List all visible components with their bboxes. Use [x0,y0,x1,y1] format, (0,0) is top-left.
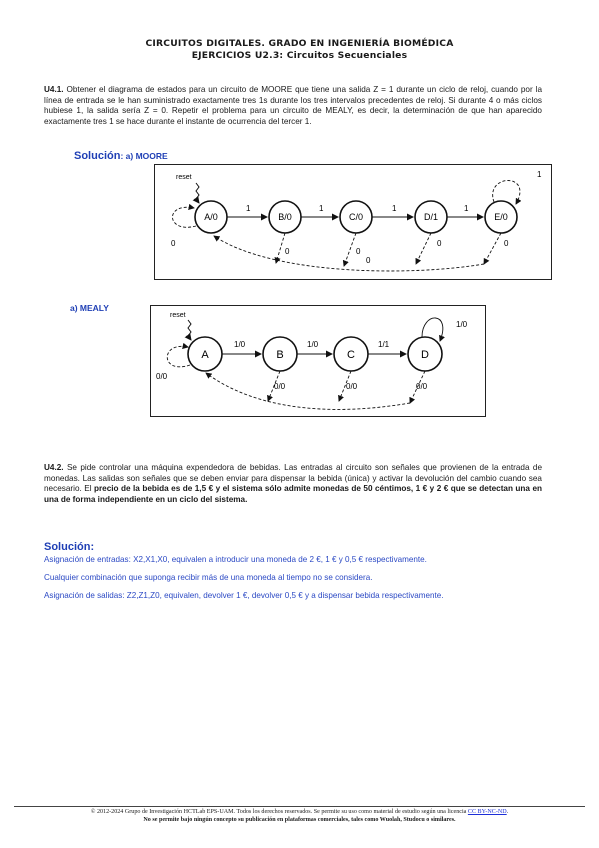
mealy-state-c-label: C [347,349,355,361]
mealy-state-diagram: reset 0/0 A B C D 1/0 1/0 1/1 1/0 0/0 0/… [150,305,486,417]
mealy-back-c [338,370,352,402]
moore-reset-arrow [192,182,200,204]
moore-frame [154,164,552,280]
mealy-return-path [205,372,411,410]
moore-back-b [274,232,286,264]
moore-label: : a) MOORE [120,151,168,161]
mealy-state-d-label: D [421,349,429,361]
moore-return-label: 0 [366,256,371,265]
header-course-title: CIRCUITOS DIGITALES. GRADO EN INGENIERÍA… [145,38,454,49]
moore-transition-de-label: 1 [464,204,469,213]
exercise-u41-label: U4.1. [44,85,64,94]
moore-state-a-label: A/0 [204,212,218,222]
moore-back-e-label: 0 [504,239,509,248]
mealy-transition-ab-label: 1/0 [234,340,246,349]
mealy-loop-a [166,342,191,368]
output-assignment: Asignación de salidas: Z2,Z1,Z0, equival… [44,591,444,600]
license-link[interactable]: CC BY-NC-ND [467,809,507,815]
moore-transition-ab-label: 1 [246,204,251,213]
input-assignment: Asignación de entradas: X2,X1,X0, equiva… [44,555,427,564]
document-footer: © 2012-2024 Grupo de Investigación HCTLa… [0,808,599,824]
mealy-reset-label: reset [170,312,186,319]
moore-transition-cd-label: 1 [392,204,397,213]
mealy-loop-d [421,317,445,342]
header-exercise-title: EJERCICIOS U2.3: Circuitos Secuenciales [191,49,408,61]
solution-label: Solución [74,150,121,162]
exercise-u42-label: U4.2. [44,463,64,472]
moore-return-path [213,235,485,272]
mealy-back-d-label: 0/0 [416,382,428,391]
mealy-back-c-label: 0/0 [346,382,358,391]
moore-back-d [415,232,432,265]
moore-back-c [342,232,357,267]
footer-divider [14,806,585,807]
exercise-u42-text: Se pide controlar una máquina expendedor… [44,463,542,494]
moore-state-e-label: E/0 [494,212,508,222]
moore-back-e [483,232,502,265]
moore-loop-a [172,203,197,228]
moore-back-c-label: 0 [356,247,361,256]
moore-loop-a-label: 0 [171,239,176,248]
footer-copyright-text: © 2012-2024 Grupo de Investigación HCTLa… [90,809,468,815]
mealy-back-d [409,370,426,404]
exercise-u41-text: Obtener el diagrama de estados para un c… [44,85,542,126]
combination-note: Cualquier combinación que suponga recibi… [44,573,373,582]
moore-transition-bc-label: 1 [319,204,324,213]
exercise-u42-statement: U4.2. Se pide controlar una máquina expe… [44,463,542,505]
exercise-u42-bold-text: precio de la bebida es de 1,5 € y el sis… [44,484,542,504]
mealy-back-b [267,370,281,402]
mealy-label: a) MEALY [70,303,109,313]
footer-copyright: © 2012-2024 Grupo de Investigación HCTLa… [90,809,509,815]
mealy-transition-bc-label: 1/0 [307,340,319,349]
mealy-transition-cd-label: 1/1 [378,340,390,349]
mealy-reset-arrow [184,319,192,341]
moore-state-diagram: reset 0 A/0 B/0 C/0 D/1 E/0 1 1 1 1 1 0 … [154,164,552,280]
mealy-loop-d-label: 1/0 [456,320,468,329]
moore-solution-heading: Solución: a) MOORE [74,150,168,162]
moore-back-b-label: 0 [285,247,290,256]
u42-solution-heading: Solución: [44,541,95,553]
mealy-frame [150,305,486,417]
moore-state-b-label: B/0 [278,212,292,222]
mealy-state-a-label: A [201,349,209,361]
footer-restriction: No se permite bajo ningún concepto su pu… [143,817,456,823]
moore-reset-label: reset [176,174,192,181]
moore-state-d-label: D/1 [424,212,438,222]
exercise-u41-statement: U4.1. Obtener el diagrama de estados par… [44,85,542,127]
mealy-loop-a-label: 0/0 [156,372,168,381]
document-header: CIRCUITOS DIGITALES. GRADO EN INGENIERÍA… [0,38,599,61]
mealy-back-b-label: 0/0 [274,382,286,391]
moore-loop-e-label: 1 [537,170,542,179]
mealy-state-b-label: B [276,349,283,361]
moore-state-c-label: C/0 [349,212,363,222]
moore-loop-e [492,180,522,205]
moore-back-d-label: 0 [437,239,442,248]
